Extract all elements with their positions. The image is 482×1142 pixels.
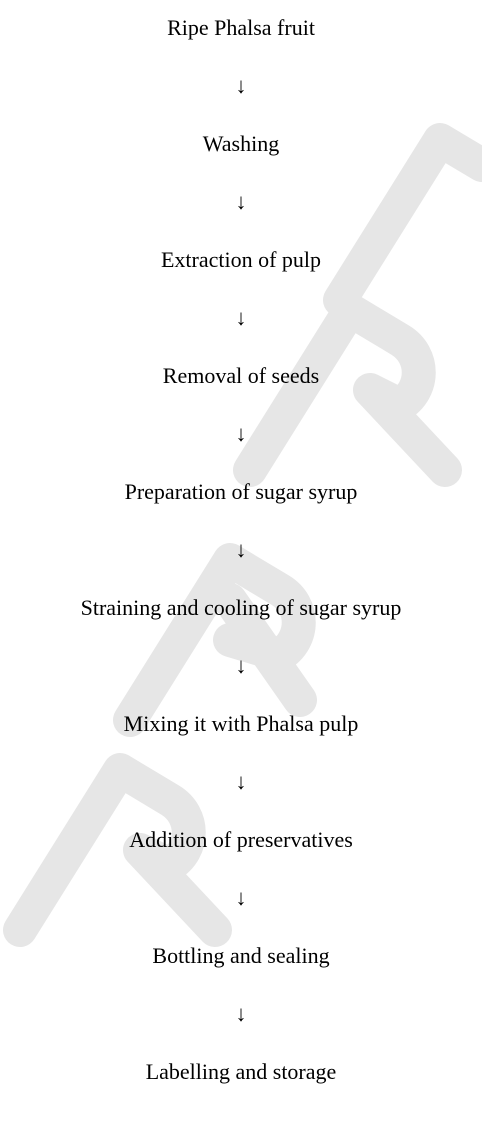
flow-arrow: ↓: [235, 885, 247, 910]
flow-step: Mixing it with Phalsa pulp: [123, 711, 359, 736]
flow-step: Removal of seeds: [162, 363, 320, 388]
flow-step: Washing: [202, 131, 280, 156]
flow-step: Labelling and storage: [145, 1059, 337, 1084]
flow-arrow: ↓: [235, 189, 247, 214]
flow-step: Preparation of sugar syrup: [124, 479, 358, 504]
flow-step: Bottling and sealing: [152, 943, 330, 968]
flow-step: Extraction of pulp: [160, 247, 322, 272]
flow-arrow: ↓: [235, 653, 247, 678]
flow-arrow: ↓: [235, 1001, 247, 1026]
flow-arrow: ↓: [235, 305, 247, 330]
flow-step: Ripe Phalsa fruit: [167, 15, 315, 40]
flow-step: Straining and cooling of sugar syrup: [80, 595, 402, 620]
flow-arrow: ↓: [235, 537, 247, 562]
flow-arrow: ↓: [235, 421, 247, 446]
flow-step: Addition of preservatives: [129, 827, 353, 852]
flow-arrow: ↓: [235, 769, 247, 794]
flow-arrow: ↓: [235, 73, 247, 98]
